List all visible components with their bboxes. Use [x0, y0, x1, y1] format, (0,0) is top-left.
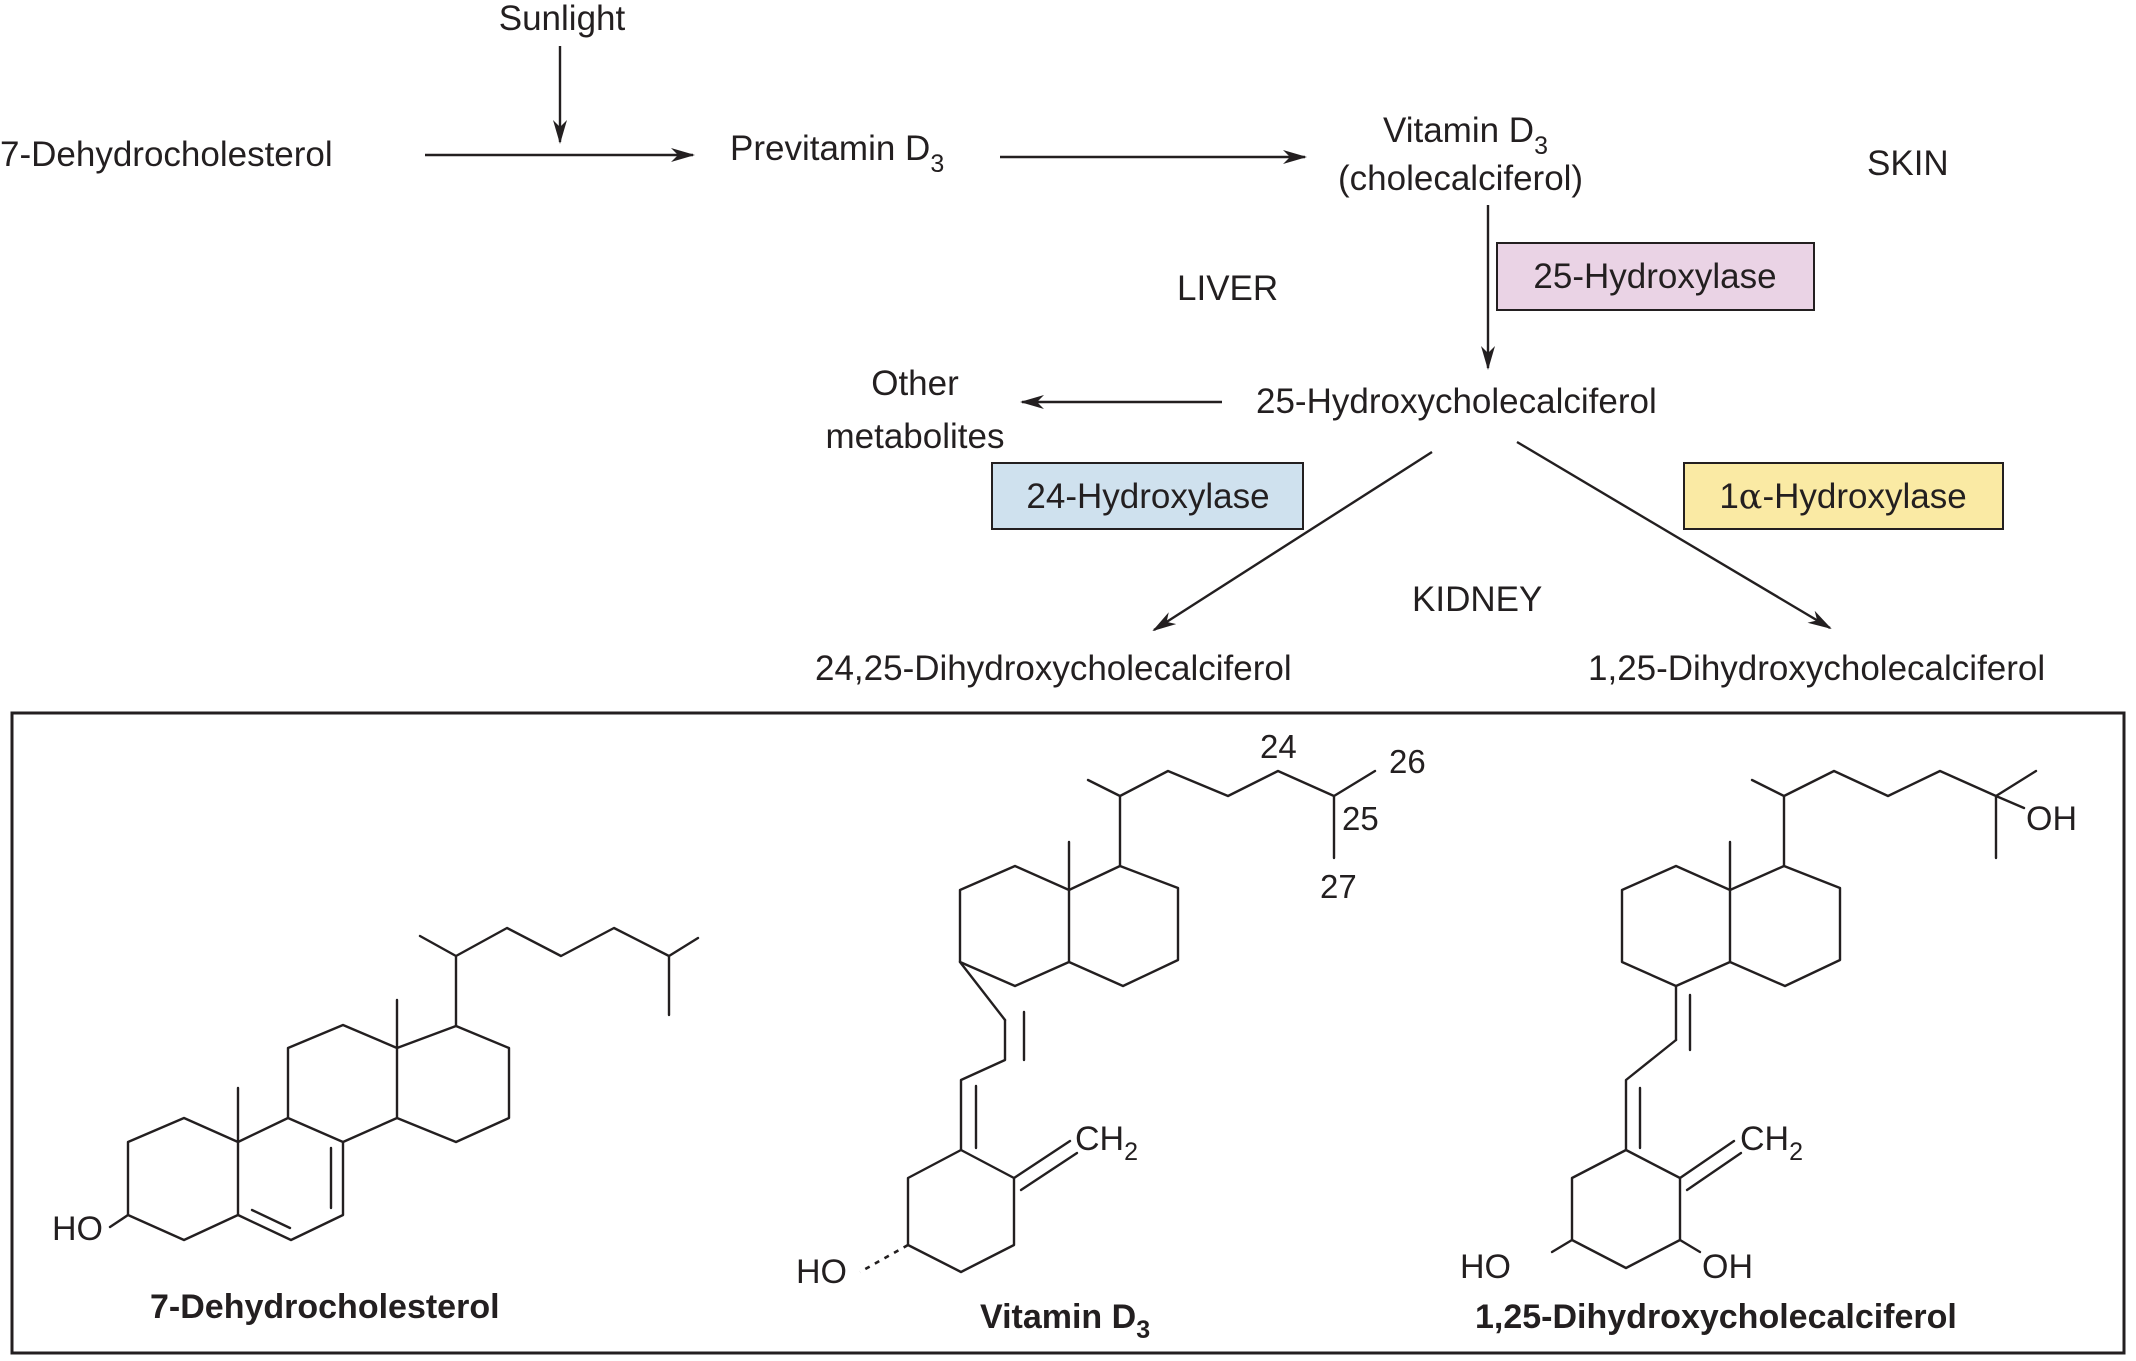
structure-1-25-dihydroxycholecalciferol: OH CH2 HO OH 1,25-Dihydroxycholecalcifer… — [1460, 769, 2077, 1336]
ho-bond — [108, 1213, 130, 1229]
structure-vitamin-d3: CH2 HO 24 26 25 27 Vitamin D3 — [796, 728, 1426, 1344]
ring-d — [395, 1024, 511, 1144]
vitamin-d3-label: Vitamin D3 — [1383, 111, 1548, 160]
dihydroxy-1-25-label: 1,25-Dihydroxycholecalciferol — [1588, 649, 2045, 688]
arrow-to-24-25-dihydroxy — [1152, 450, 1433, 632]
ring-a — [1570, 1148, 1682, 1270]
dehydrocholesterol-name: 7-Dehydrocholesterol — [150, 1288, 500, 1326]
hydroxylase-1a-box — [1683, 462, 2004, 530]
skin-label: SKIN — [1867, 144, 1949, 183]
vitamin-d3-name: Vitamin D3 — [980, 1298, 1150, 1344]
hydroxylase-24-box — [991, 462, 1304, 530]
ho-label: HO — [52, 1210, 103, 1248]
five-ring-cd — [1067, 864, 1180, 988]
triene-chain — [1624, 1038, 1678, 1152]
ch2-label: CH2 — [1075, 1120, 1138, 1166]
ch2-label: CH2 — [1740, 1120, 1803, 1166]
hydroxylase-1a-label: 1α-Hydroxylase — [1719, 477, 1966, 517]
dihydroxy-24-25-label: 24,25-Dihydroxycholecalciferol — [815, 649, 1292, 688]
side-chain — [1086, 769, 1377, 868]
other-metabolites-line1: Other — [871, 364, 959, 403]
oh-right-label: OH — [1702, 1248, 1753, 1286]
hydroxylase-25-label: 25-Hydroxylase — [1533, 257, 1776, 296]
triene-chain — [959, 1018, 1007, 1152]
ring-c — [286, 1023, 399, 1144]
ch2-double-a — [1678, 1139, 1736, 1180]
six-ring-cd — [1620, 864, 1732, 988]
liver-label: LIVER — [1177, 269, 1278, 308]
exocyclic-bond — [958, 960, 1007, 1022]
ring-b — [236, 1116, 345, 1242]
arrow-to-1-25-dihydroxy — [1516, 440, 1832, 630]
kidney-label: KIDNEY — [1412, 580, 1542, 619]
dehydrocholesterol-label: 7-Dehydrocholesterol — [0, 135, 333, 174]
oh-side-label: OH — [2026, 800, 2077, 838]
cholecalciferol-label: (cholecalciferol) — [1338, 159, 1583, 198]
ch2-double-b — [1019, 1151, 1079, 1192]
carbon-27-label: 27 — [1320, 868, 1357, 905]
ho-hashed-bond — [859, 1243, 909, 1274]
carbon-26-label: 26 — [1389, 743, 1426, 780]
ch2-double-b — [1685, 1151, 1743, 1192]
six-ring-cd — [958, 864, 1071, 988]
structures-panel — [10, 711, 2126, 1355]
side-chain — [1750, 769, 2038, 868]
ring-b-double-bond — [250, 1208, 292, 1230]
ring-a — [126, 1116, 240, 1242]
ring-a — [906, 1148, 1016, 1274]
five-ring-cd — [1728, 864, 1842, 988]
ho-label: HO — [796, 1253, 847, 1291]
side-chain — [418, 926, 700, 1028]
carbon-24-label: 24 — [1260, 728, 1297, 765]
other-metabolites-line2: metabolites — [826, 417, 1005, 456]
previtamin-label: Previtamin D3 — [730, 129, 944, 178]
hydroxylase-25-box — [1496, 242, 1815, 311]
ho-left-label: HO — [1460, 1248, 1511, 1286]
hydroxylase-24-label: 24-Hydroxylase — [1026, 477, 1269, 516]
carbon-25-label: 25 — [1342, 800, 1379, 837]
hydroxycholecalciferol-25-label: 25-Hydroxycholecalciferol — [1256, 382, 1657, 421]
structure-7-dehydrocholesterol: HO 7-Dehydrocholesterol — [52, 926, 700, 1326]
oh-right-bond — [1678, 1238, 1702, 1254]
dihydroxy-name: 1,25-Dihydroxycholecalciferol — [1475, 1298, 1957, 1336]
pathway: Sunlight 7-Dehydrocholesterol Previtamin… — [0, 0, 2045, 688]
ho-left-bond — [1550, 1238, 1574, 1254]
sunlight-label: Sunlight — [499, 0, 626, 38]
ch2-double-a — [1012, 1139, 1072, 1180]
oh-side-bond — [1994, 794, 2026, 810]
